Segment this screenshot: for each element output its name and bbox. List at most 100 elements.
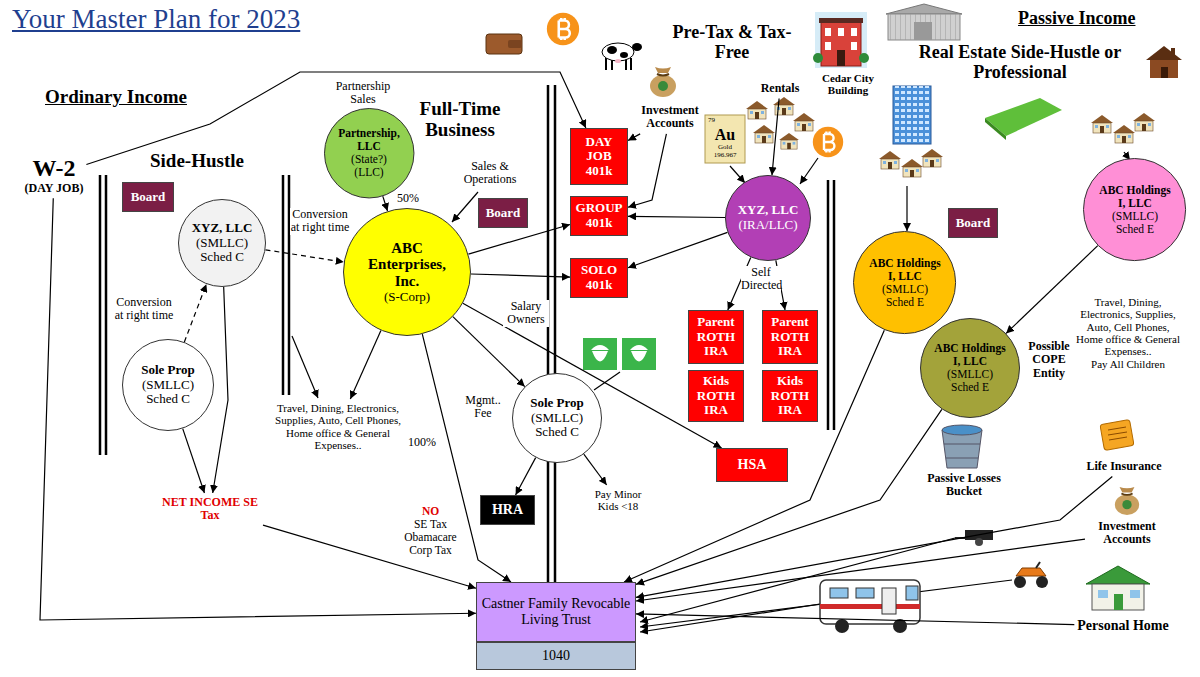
connector <box>350 330 381 399</box>
node-text: Parent ROTH IRA <box>766 315 814 359</box>
llc-circle: XYZ, LLC(SMLLC)Sched C <box>178 199 266 287</box>
connector <box>453 317 525 387</box>
partnership-circle: Partnership, LLC(State?)(LLC) <box>324 108 414 198</box>
divider-bars <box>100 85 834 582</box>
node-text: Life Insurance <box>1087 460 1162 473</box>
icons <box>486 4 1182 633</box>
node-text: (SMLLC) <box>934 368 1007 381</box>
node-text: (DAY JOB) <box>25 182 84 195</box>
connector <box>636 614 1074 625</box>
label-text: Ordinary Income <box>45 86 215 107</box>
s-corp-circle: ABC Enterprises, Inc.(S-Corp) <box>343 208 471 336</box>
node-text: HSA <box>738 457 767 473</box>
label-text: Pre-Tax & Tax-Free <box>672 22 792 62</box>
form-box: 1040 <box>476 642 636 670</box>
label-text: Passive Income <box>1018 8 1178 28</box>
roth-box: Kids ROTH IRA <box>688 370 744 422</box>
connector <box>265 250 343 262</box>
node-text: XYZ, LLC <box>192 221 253 236</box>
label-text: Gold <box>707 144 743 152</box>
board-box: Board <box>122 182 174 212</box>
roth-box: Parent ROTH IRA <box>762 310 818 364</box>
holding-circle: ABC Holdings I, LLC(SMLLC)Sched E <box>853 231 956 334</box>
label-text: Real Estate Side-Hustle or Professional <box>895 42 1145 82</box>
roth-box: Parent ROTH IRA <box>688 310 744 364</box>
asset-label: Investment Accounts <box>1088 520 1166 547</box>
node-text: (State?) <box>336 153 402 166</box>
hra-box: HRA <box>480 495 535 525</box>
node-text: 1040 <box>542 648 570 664</box>
roth-box: Kids ROTH IRA <box>762 370 818 422</box>
connector <box>183 429 205 493</box>
edge-label: Conversion at right time <box>290 208 350 235</box>
node-text: Partnership, LLC <box>336 127 402 153</box>
connector <box>40 198 476 620</box>
node-text: Passive Losses Bucket <box>918 472 1010 499</box>
asset-label: Life Insurance <box>1078 456 1170 474</box>
node-text: ABC Holdings I, LLC <box>1098 184 1173 210</box>
connector <box>383 196 388 211</box>
node-text: Travel, Dining, Electronics, Supplies, A… <box>268 402 408 451</box>
node-text: Sole Prop <box>141 363 195 378</box>
label-text: Self Directed <box>741 266 781 293</box>
retirement-box: DAY JOB 401k <box>570 128 628 185</box>
label-text: Side-Hustle <box>150 150 270 171</box>
node-text: Sched C <box>530 425 584 440</box>
edge-label: Mgmt.. Fee <box>462 394 504 421</box>
node-text: Sched C <box>192 250 253 265</box>
node-text: Sched C <box>141 392 195 407</box>
node-text: (SMLLC) <box>868 283 943 296</box>
leader-lines <box>292 152 1130 632</box>
node-text: DAY JOB 401k <box>574 135 624 179</box>
sole-prop-circle: Sole Prop(SMLLC)Sched C <box>512 373 602 463</box>
node-text: Board <box>956 216 991 231</box>
node-text: Sched E <box>1098 223 1173 236</box>
connector <box>628 216 725 217</box>
node-text: (SMLLC) <box>192 236 253 251</box>
node-text: Investment Accounts <box>1088 520 1166 547</box>
node-text: Board <box>486 206 521 221</box>
label-text: Sales & Operations <box>452 160 528 187</box>
node-text: W-2 <box>25 155 84 182</box>
connector <box>624 330 884 582</box>
edge-label: 100% <box>404 436 440 449</box>
edge-label: Conversion at right time <box>112 296 176 323</box>
account-label: Investment Accounts <box>635 104 705 131</box>
rentals-label: Rentals <box>752 78 808 96</box>
expense-list: Travel, Dining, Electronics, Supplies, A… <box>268 402 408 453</box>
label-text: Full-Time Business <box>410 98 510 141</box>
connector <box>184 284 206 342</box>
retirement-box: GROUP 401k <box>570 196 628 236</box>
node-text: Personal Home <box>1077 618 1168 634</box>
asset-label: Personal Home <box>1066 616 1180 634</box>
sole-prop-circle: Sole Prop(SMLLC)Sched C <box>122 339 214 431</box>
node-text: Kids ROTH IRA <box>766 374 814 418</box>
tax-note: NOSE Tax Obamacare Corp Tax <box>393 505 468 558</box>
node-text: Board <box>131 190 166 205</box>
pay-note: Pay Minor Kids <18 <box>588 488 648 514</box>
bucket-label: Passive Losses Bucket <box>918 472 1010 499</box>
edge-label: Salary Owners <box>503 300 549 327</box>
node-text: ABC Holdings I, LLC <box>868 257 943 283</box>
connector <box>468 224 570 254</box>
diagram-title: Your Master Plan for 2023 <box>12 4 300 34</box>
node-text: Pay Minor Kids <18 <box>588 488 648 513</box>
retirement-box: SOLO 401k <box>570 258 628 298</box>
node-text: ABC Enterprises, Inc. <box>361 240 454 290</box>
connector <box>628 134 666 207</box>
node-text: GROUP 401k <box>574 201 624 230</box>
node-text: NO <box>393 505 468 518</box>
node-text: Sched E <box>868 296 943 309</box>
node-text: ABC Holdings I, LLC <box>934 342 1007 368</box>
board-box: Board <box>948 208 998 238</box>
node-text: Sched E <box>934 381 1007 394</box>
label-text: 79 <box>708 117 722 125</box>
node-text: (S-Corp) <box>361 290 454 305</box>
node-text: (SMLLC) <box>530 411 584 426</box>
edge-label: 50% <box>393 192 423 205</box>
connector <box>471 274 570 277</box>
node-text: Travel, Dining, Electronics, Supplies, A… <box>1076 296 1180 358</box>
expense-list: Travel, Dining, Electronics, Supplies, A… <box>1076 296 1180 372</box>
node-text: (SMLLC) <box>1098 210 1173 223</box>
